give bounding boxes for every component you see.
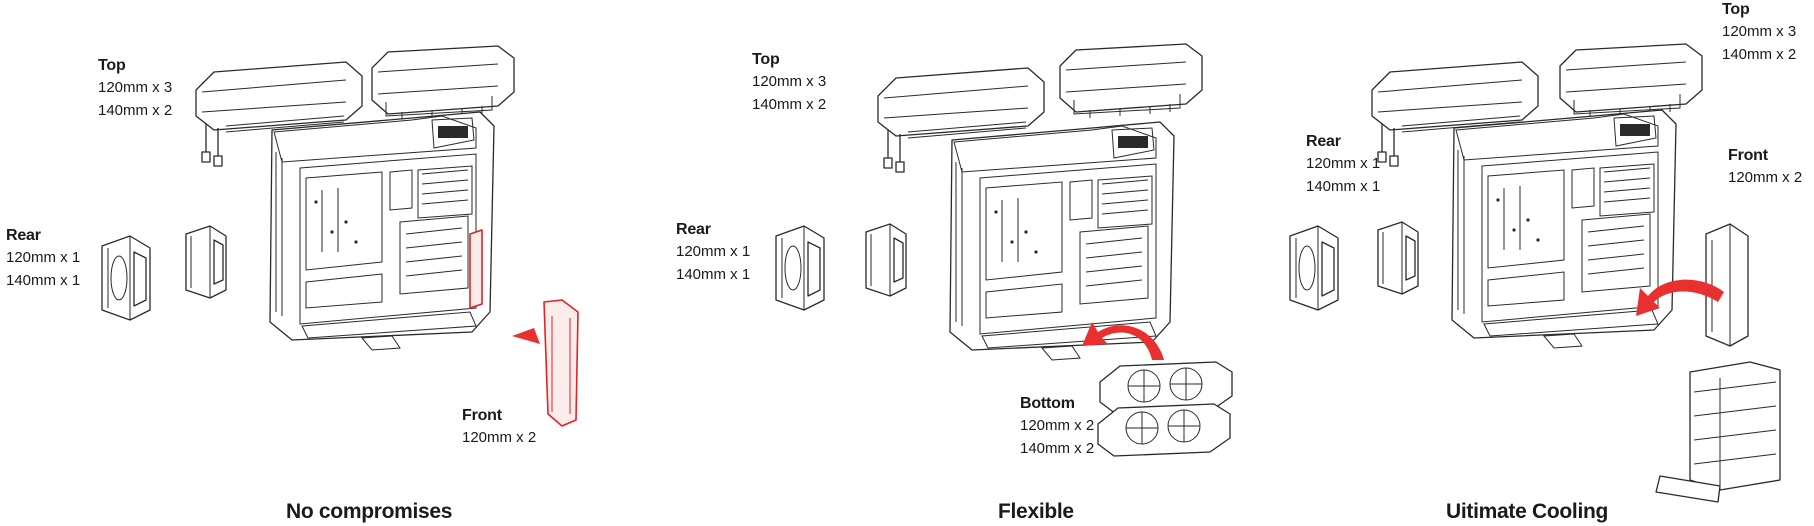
p3-caption: Uitimate Cooling (1446, 500, 1609, 523)
label-title: Rear (1306, 133, 1341, 150)
pc-case (949, 121, 1175, 361)
label-title: Rear (676, 221, 711, 238)
label-title: Rear (6, 227, 41, 244)
label-line: 140mm x 2 (98, 102, 173, 119)
p2-bottom-label: Bottom 120mm x 2 140mm x 2 (1020, 396, 1094, 464)
label-title: Top (1722, 1, 1750, 18)
panel-1-artwork (101, 45, 579, 427)
curved-arrow (1636, 279, 1724, 316)
drive-cage (1655, 361, 1781, 503)
p3-front-label: Front 120mm x 2 (1728, 148, 1802, 193)
front-fan-bracket (543, 299, 579, 427)
p1-caption: No compromises (286, 500, 453, 523)
label-line: 120mm x 1 (6, 249, 81, 266)
label-line: 140mm x 2 (1722, 46, 1797, 63)
p1-rear-label: Rear 120mm x 1 140mm x 1 (6, 228, 80, 296)
panel-2-artwork (775, 43, 1233, 457)
rear-fan-large (1289, 225, 1339, 311)
p3-top-label: Top 120mm x 3 140mm x 2 (1722, 2, 1796, 70)
p1-top-label: Top 120mm x 3 140mm x 2 (98, 58, 172, 126)
label-title: Top (98, 57, 126, 74)
front-fan-mount-highlight (469, 229, 483, 309)
bottom-radiator-upper (1097, 403, 1231, 457)
top-radiator-short (1059, 43, 1203, 119)
label-line: 140mm x 2 (752, 96, 827, 113)
label-title: Front (1728, 147, 1768, 164)
label-line: 120mm x 1 (1306, 155, 1381, 172)
p2-caption: Flexible (998, 500, 1074, 523)
panel-3-artwork (1289, 43, 1781, 503)
p2-rear-label: Rear 120mm x 1 140mm x 1 (676, 222, 750, 290)
top-radiator-short (1559, 43, 1703, 119)
curved-arrow (1082, 322, 1164, 360)
pc-case (269, 111, 495, 351)
label-title: Front (462, 407, 502, 424)
rear-fan-small (185, 225, 227, 299)
top-radiator-short (371, 45, 515, 121)
label-line: 140mm x 1 (676, 266, 751, 283)
p1-front-label: Front 120mm x 2 (462, 408, 536, 453)
rear-fan-large (101, 235, 151, 321)
insert-arrow (512, 328, 540, 346)
rear-fan-large (775, 225, 825, 311)
label-title: Bottom (1020, 395, 1075, 412)
label-line: 140mm x 1 (1306, 178, 1381, 195)
label-line: 120mm x 3 (1722, 23, 1797, 40)
label-line: 120mm x 3 (98, 79, 173, 96)
label-title: Top (752, 51, 780, 68)
rear-fan-small (865, 223, 907, 297)
label-line: 120mm x 1 (676, 243, 751, 260)
label-line: 140mm x 1 (6, 272, 81, 289)
p3-rear-label: Rear 120mm x 1 140mm x 1 (1306, 134, 1380, 202)
label-line: 140mm x 2 (1020, 440, 1095, 457)
label-line: 120mm x 2 (1728, 169, 1803, 186)
label-line: 120mm x 2 (1020, 417, 1095, 434)
label-line: 120mm x 3 (752, 73, 827, 90)
rear-fan-small (1377, 221, 1419, 295)
label-line: 120mm x 2 (462, 429, 537, 446)
p2-top-label: Top 120mm x 3 140mm x 2 (752, 52, 826, 120)
